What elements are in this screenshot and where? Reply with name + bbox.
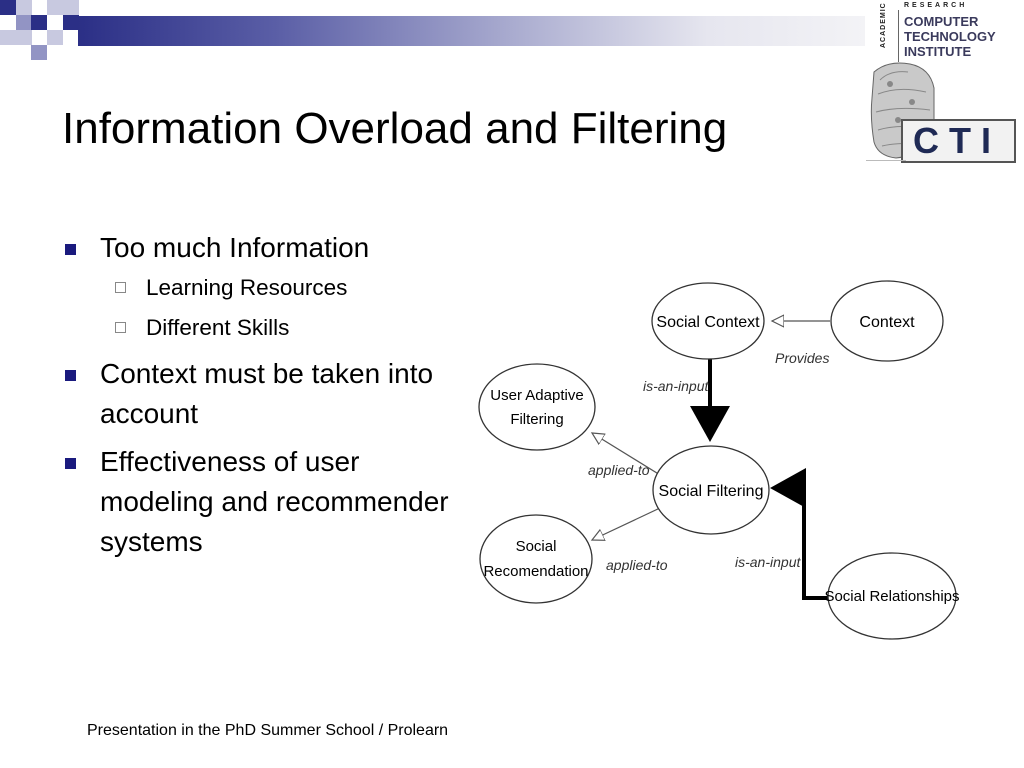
edge-applied-to-recommendation: [592, 507, 661, 540]
svg-text:Recomendation: Recomendation: [483, 563, 588, 580]
bullet-square-icon: [65, 370, 76, 381]
svg-text:Social: Social: [516, 538, 557, 555]
svg-text:Context: Context: [859, 314, 915, 331]
logo-baseline: [866, 160, 906, 161]
svg-text:Filtering: Filtering: [510, 411, 563, 428]
logo-institute-name: COMPUTER TECHNOLOGY INSTITUTE: [904, 14, 996, 59]
node-context: Context: [830, 280, 944, 362]
logo-academic-text: ACADEMIC: [880, 2, 887, 48]
svg-text:User Adaptive: User Adaptive: [490, 387, 583, 404]
decor-square: [63, 15, 79, 30]
edge-label-provides: Provides: [775, 350, 829, 366]
sub-bullet-text: Learning Resources: [146, 275, 348, 300]
edge-relationships-input: [770, 468, 832, 600]
sub-bullet-item: Different Skills: [62, 308, 462, 348]
node-user-adaptive-filtering: User Adaptive Filtering: [478, 363, 596, 451]
decor-square: [16, 15, 32, 30]
decor-square: [63, 0, 79, 15]
edge-applied-to-adaptive: [592, 433, 666, 479]
slide-title: Information Overload and Filtering: [62, 104, 728, 153]
edge-label-applied-to: applied-to: [588, 462, 650, 478]
bullet-item: Too much Information: [62, 228, 462, 268]
bullet-square-icon: [65, 244, 76, 255]
hollow-square-icon: [115, 322, 126, 333]
bullet-text: Effectiveness of user modeling and recom…: [100, 446, 449, 557]
decor-square: [16, 0, 32, 15]
logo-line-computer: COMPUTER: [904, 14, 979, 29]
svg-text:Social Context: Social Context: [656, 314, 760, 331]
edge-label-applied-to: applied-to: [606, 557, 668, 573]
bullet-item: Effectiveness of user modeling and recom…: [62, 442, 462, 562]
decor-square: [0, 0, 16, 15]
node-social-recommendation: Social Recomendation: [479, 514, 593, 604]
logo-research-text: RESEARCH: [904, 2, 968, 9]
bullet-item: Context must be taken into account: [62, 354, 462, 434]
node-social-relationships: Social Relationships: [824, 552, 960, 640]
svg-text:Social Relationships: Social Relationships: [824, 588, 959, 605]
logo-line-technology: TECHNOLOGY: [904, 29, 996, 44]
decor-square: [47, 30, 63, 45]
header-gradient-bar: [78, 16, 865, 46]
node-social-filtering: Social Filtering: [652, 445, 770, 535]
node-social-context: Social Context: [651, 282, 765, 360]
header-band: [0, 0, 1024, 60]
decor-square: [0, 30, 16, 45]
cti-logo: RESEARCH ACADEMIC COMPUTER TECHNOLOGY IN…: [866, 0, 1024, 165]
bullet-square-icon: [65, 458, 76, 469]
decor-square: [31, 45, 47, 60]
svg-text:Social Filtering: Social Filtering: [659, 483, 764, 500]
logo-divider: [898, 10, 899, 62]
logo-line-institute: INSTITUTE: [904, 44, 972, 59]
decor-square: [47, 0, 63, 15]
edge-label-is-an-input: is-an-input: [735, 554, 801, 570]
sub-bullet-text: Different Skills: [146, 315, 290, 340]
social-filtering-diagram: Social Context Context User Adaptive Fil…: [478, 280, 960, 640]
logo-cti-mark: CTI: [901, 119, 1016, 163]
edge-label-is-an-input: is-an-input: [643, 378, 709, 394]
sub-bullet-item: Learning Resources: [62, 268, 462, 308]
bullet-text: Too much Information: [100, 232, 370, 263]
footer-text: Presentation in the PhD Summer School / …: [87, 722, 449, 739]
hollow-square-icon: [115, 282, 126, 293]
decor-square: [31, 15, 47, 30]
bullet-text: Context must be taken into account: [100, 358, 434, 429]
decor-square: [16, 30, 32, 45]
bullet-list: Too much Information Learning Resources …: [62, 228, 462, 562]
